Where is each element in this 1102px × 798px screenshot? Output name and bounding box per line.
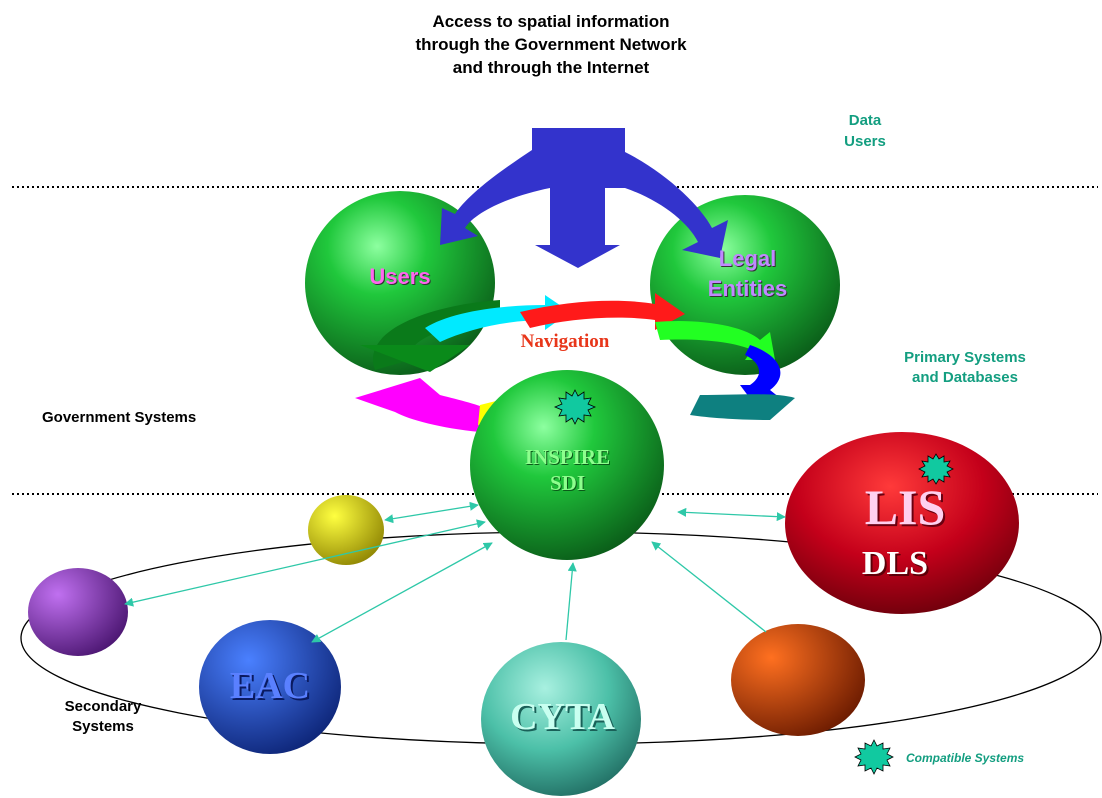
eac-sphere[interactable] <box>199 620 341 754</box>
purple-system-sphere[interactable] <box>28 568 128 656</box>
navigation-label: Navigation <box>520 331 610 352</box>
data-users-label: Data Users <box>844 112 886 150</box>
connector-arrows <box>124 501 786 643</box>
primary-systems-label: Primary Systems and Databases <box>904 349 1026 386</box>
compatible-star-icon <box>553 389 597 425</box>
legal-entities-label: Legal Entities <box>707 246 788 301</box>
yellow-system-sphere[interactable] <box>308 495 384 565</box>
inspire-sdi-label: INSPIRE SDI <box>524 445 611 495</box>
title-line-3: and through the Internet <box>452 58 650 77</box>
access-arrow <box>440 128 728 268</box>
dls-label: DLS <box>861 545 929 582</box>
legend-compatible-label: Compatible Systems <box>906 751 1025 765</box>
secondary-systems-label: Secondary Systems <box>64 698 142 735</box>
navigation-ring <box>355 293 795 432</box>
lis-dls-sphere[interactable] <box>785 432 1019 614</box>
eac-label: EAC <box>229 665 311 707</box>
title-line-2: through the Government Network <box>415 35 687 54</box>
title-line-1: Access to spatial information <box>432 12 670 31</box>
orange-system-sphere[interactable] <box>731 624 865 736</box>
compatible-star-icon <box>918 453 954 485</box>
users-label: Users <box>369 264 431 289</box>
lis-label: LIS <box>864 479 946 535</box>
cyta-sphere[interactable] <box>481 642 641 796</box>
diagram-title: Access to spatial information through th… <box>0 10 1102 79</box>
legend-star-icon <box>854 739 894 775</box>
inspire-sdi-sphere[interactable] <box>470 370 664 560</box>
government-systems-label: Government Systems <box>42 409 197 426</box>
cyta-label: CYTA <box>510 696 615 738</box>
